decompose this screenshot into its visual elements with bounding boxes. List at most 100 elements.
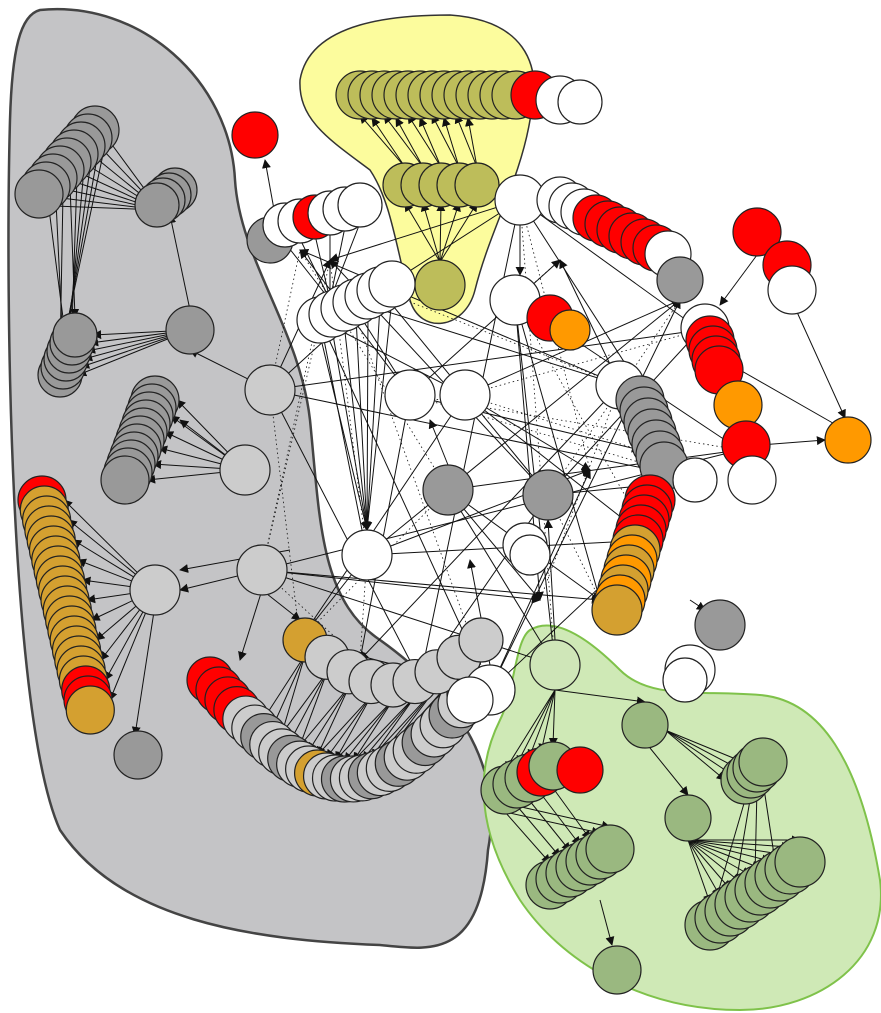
graph-edge: [407, 114, 442, 168]
graph-node: [672, 457, 718, 503]
graph-edge: [687, 839, 712, 904]
graph-node: [165, 305, 215, 355]
graph-node: [522, 469, 574, 521]
graph-edge: [527, 689, 556, 759]
graph-node: [14, 169, 64, 219]
graph-edge: [750, 787, 760, 876]
graph-node: [219, 444, 271, 496]
graph-node: [414, 259, 466, 311]
graph-edge: [516, 689, 556, 765]
graph-edge: [664, 729, 726, 781]
graph-edge: [343, 322, 371, 531]
graph-edge: [352, 699, 394, 762]
graph-edge: [131, 604, 156, 736]
graph-edge: [504, 689, 556, 771]
graph-node: [244, 364, 296, 416]
graph-node: [236, 544, 288, 596]
graph-edge: [419, 117, 442, 168]
graph-edge: [271, 654, 306, 728]
graph-edge: [664, 729, 744, 764]
graph-node: [129, 564, 181, 616]
graph-edge: [359, 384, 621, 661]
graph-node: [439, 369, 491, 421]
graph-edge: [269, 389, 421, 681]
graph-edge: [454, 114, 478, 168]
graph-edge: [409, 394, 741, 451]
graph-edge: [167, 214, 191, 311]
graph-node: [727, 455, 777, 505]
graph-node: [621, 701, 669, 749]
graph-edge: [299, 686, 350, 747]
graph-edge: [465, 117, 478, 168]
graph-edge: [554, 689, 646, 706]
graph-node: [65, 685, 115, 735]
graph-edge: [516, 805, 611, 830]
graph-node: [662, 657, 708, 703]
graph-node: [446, 676, 494, 724]
graph-edge: [62, 160, 92, 342]
graph-node: [824, 416, 872, 464]
graph-edge: [447, 446, 741, 491]
graph-edge: [314, 234, 333, 301]
graph-node: [454, 162, 500, 208]
graph-edge: [263, 654, 306, 720]
graph-edge: [428, 419, 449, 466]
graph-edge: [383, 114, 424, 168]
graph-node: [231, 111, 279, 159]
graph-edge: [420, 202, 441, 263]
graph-edge: [355, 316, 372, 531]
graph-edge: [349, 299, 491, 691]
graph-node: [100, 455, 150, 505]
graph-edge: [519, 199, 591, 471]
graph-node: [368, 260, 416, 308]
graph-node: [113, 730, 163, 780]
graph-edge: [687, 839, 751, 876]
graph-edge: [331, 328, 371, 531]
graph-edge: [357, 394, 411, 661]
graph-node: [384, 369, 436, 421]
graph-edge: [279, 654, 306, 735]
graph-node: [656, 256, 704, 304]
graph-node: [694, 599, 746, 651]
graph-node: [458, 617, 504, 663]
graph-edge: [269, 326, 701, 391]
graph-edge: [359, 114, 406, 168]
graph-edge: [362, 310, 372, 531]
graph-edge: [464, 329, 701, 396]
graph-edge: [436, 202, 446, 263]
graph-node: [557, 79, 603, 125]
graph-node: [509, 534, 551, 576]
graph-edge: [514, 299, 651, 541]
graph-edge: [540, 793, 581, 846]
graph-edge: [362, 304, 381, 531]
graph-edge: [489, 469, 591, 691]
graph-edge: [687, 839, 721, 897]
graph-node: [591, 584, 643, 636]
graph-edge: [519, 199, 701, 331]
graph-edge: [664, 729, 738, 769]
graph-edge: [261, 569, 601, 604]
graph-edge: [712, 799, 746, 904]
graph-edge: [349, 298, 621, 386]
graph-edge: [687, 839, 731, 890]
graph-edge: [439, 202, 478, 263]
graph-edge: [238, 589, 263, 661]
graph-edge: [363, 298, 393, 531]
graph-edge: [762, 781, 779, 862]
graph-edge: [281, 671, 328, 735]
graph-edge: [547, 494, 601, 601]
graph-node: [732, 207, 782, 257]
graph-node: [337, 182, 383, 228]
graph-edge: [528, 799, 571, 852]
graph-node: [549, 309, 591, 351]
graph-edge: [65, 168, 85, 334]
graph-edge: [335, 696, 372, 761]
graph-edge: [489, 299, 681, 691]
graph-edge: [664, 729, 732, 775]
graph-edge: [759, 436, 826, 446]
graph-edge: [299, 394, 466, 641]
graph-edge: [516, 805, 561, 858]
graph-edge: [329, 199, 521, 262]
graph-edge: [290, 671, 328, 742]
